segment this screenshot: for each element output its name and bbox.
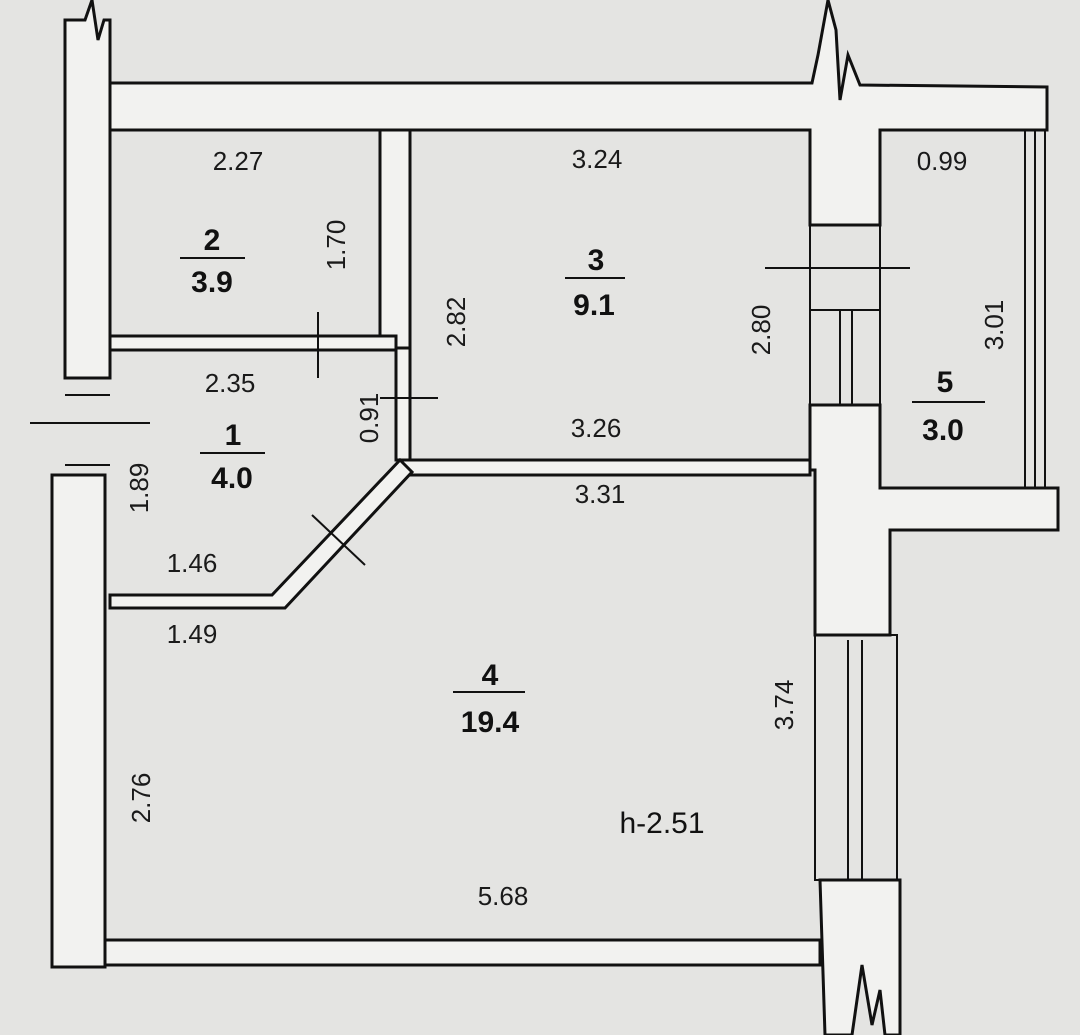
windows-and-doors [30, 130, 1046, 881]
dim-r4-bottom: 5.68 [478, 881, 529, 911]
dim-r2-height: 1.70 [321, 220, 351, 271]
dim-r3-bottom: 3.26 [571, 413, 622, 443]
dim-r1-left: 1.89 [124, 463, 154, 514]
dim-r5-top: 0.99 [917, 146, 968, 176]
room-3-area: 9.1 [573, 289, 615, 322]
partition-3-4 [398, 458, 812, 477]
wall-top [108, 0, 1049, 227]
partition-2-3 [378, 128, 412, 350]
partition-1-3 [394, 346, 412, 462]
dim-r4-top: 3.31 [575, 479, 626, 509]
dim-r1-bottom: 1.46 [167, 548, 218, 578]
room-5-area: 3.0 [922, 414, 964, 447]
dim-r2-width: 2.27 [213, 146, 264, 176]
dim-r4-right: 3.74 [769, 680, 799, 731]
partition-1-2 [108, 334, 398, 352]
dim-r3-right: 2.80 [746, 305, 776, 356]
dim-r4-left: 2.76 [126, 773, 156, 824]
labels: 2.27 1.70 2 3.9 3.24 2.82 2.80 3 9.1 3.2… [124, 144, 1009, 911]
room-5-number: 5 [937, 366, 954, 399]
room-4-area: 19.4 [461, 706, 520, 739]
room-1-number: 1 [225, 419, 242, 452]
dim-r3-left: 2.82 [441, 297, 471, 348]
room-2-number: 2 [204, 224, 221, 257]
wall-left-lower [50, 473, 107, 969]
wall-right-middle [808, 403, 1060, 637]
dim-r4-top-left: 1.49 [167, 619, 218, 649]
room-1-area: 4.0 [211, 462, 253, 495]
room-2-area: 3.9 [191, 266, 233, 299]
partition-1-4 [108, 457, 415, 610]
door-marker [311, 514, 366, 566]
walls [50, 0, 1060, 1035]
room-3-number: 3 [588, 244, 605, 277]
wall-bottom [103, 938, 822, 967]
dim-r1-top: 2.35 [205, 368, 256, 398]
wall-left-upper [63, 0, 112, 380]
dim-r5-right: 3.01 [979, 300, 1009, 351]
wall-right-lower [818, 878, 902, 1035]
dim-r3-top: 3.24 [572, 144, 623, 174]
room-4-number: 4 [482, 659, 499, 692]
dim-r1-door: 0.91 [354, 393, 384, 444]
ceiling-height: h-2.51 [619, 807, 704, 840]
